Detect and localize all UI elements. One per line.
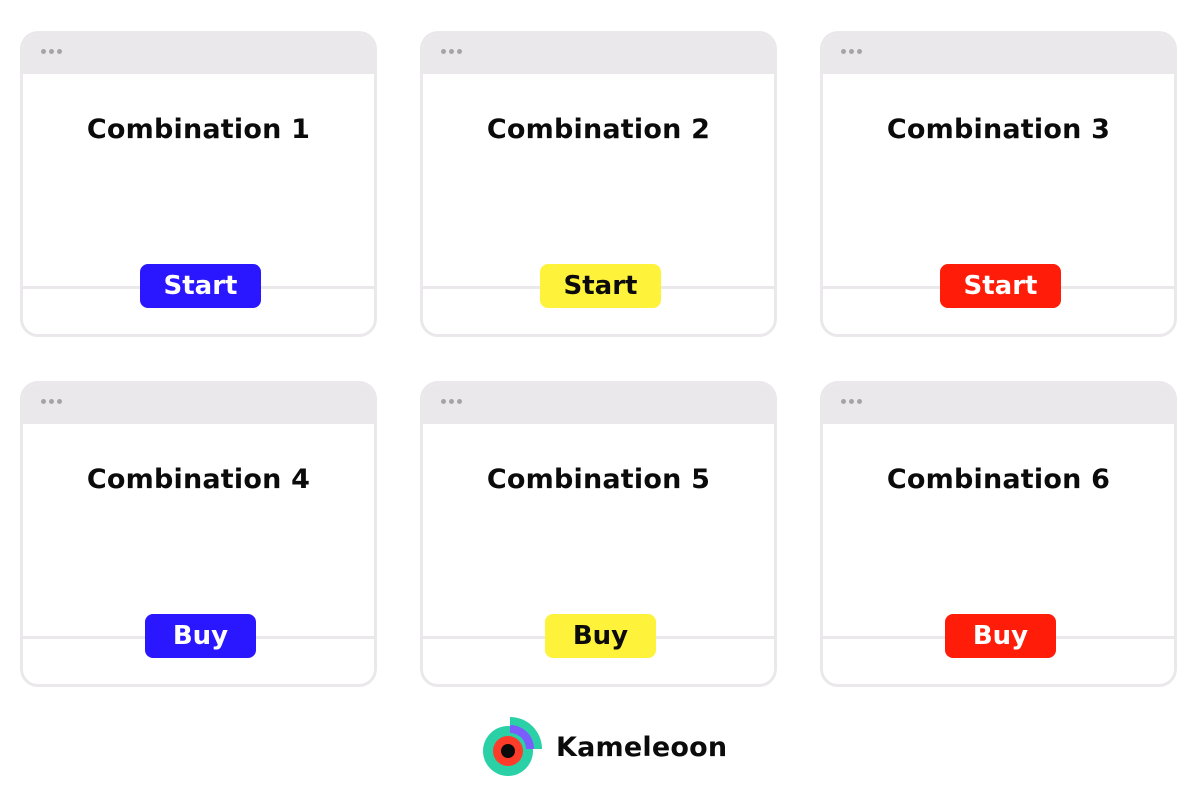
combination-card-6: Combination 6 Buy: [820, 381, 1177, 687]
window-titlebar: [823, 384, 1174, 424]
window-dots-icon: [841, 49, 862, 54]
brand-name: Kameleoon: [556, 731, 728, 763]
window-dots-icon: [441, 399, 462, 404]
window-dots-icon: [41, 49, 62, 54]
kameleoon-logo-icon: [483, 717, 542, 776]
combination-card-3: Combination 3 Start: [820, 31, 1177, 337]
window-titlebar: [23, 384, 374, 424]
card-title: Combination 6: [886, 464, 1111, 495]
start-button[interactable]: Start: [540, 264, 661, 308]
combination-card-2: Combination 2 Start: [420, 31, 777, 337]
card-title: Combination 3: [886, 114, 1111, 145]
window-titlebar: [423, 384, 774, 424]
window-titlebar: [823, 34, 1174, 74]
card-title: Combination 1: [86, 114, 311, 145]
card-title: Combination 5: [486, 464, 711, 495]
window-titlebar: [423, 34, 774, 74]
buy-button[interactable]: Buy: [145, 614, 256, 658]
combination-card-4: Combination 4 Buy: [20, 381, 377, 687]
brand-footer: Kameleoon: [482, 715, 727, 779]
start-button[interactable]: Start: [140, 264, 261, 308]
window-dots-icon: [441, 49, 462, 54]
combination-card-1: Combination 1 Start: [20, 31, 377, 337]
buy-button[interactable]: Buy: [545, 614, 656, 658]
buy-button[interactable]: Buy: [945, 614, 1056, 658]
window-dots-icon: [41, 399, 62, 404]
combination-card-5: Combination 5 Buy: [420, 381, 777, 687]
card-title: Combination 2: [486, 114, 711, 145]
window-dots-icon: [841, 399, 862, 404]
start-button[interactable]: Start: [940, 264, 1061, 308]
card-title: Combination 4: [86, 464, 311, 495]
window-titlebar: [23, 34, 374, 74]
